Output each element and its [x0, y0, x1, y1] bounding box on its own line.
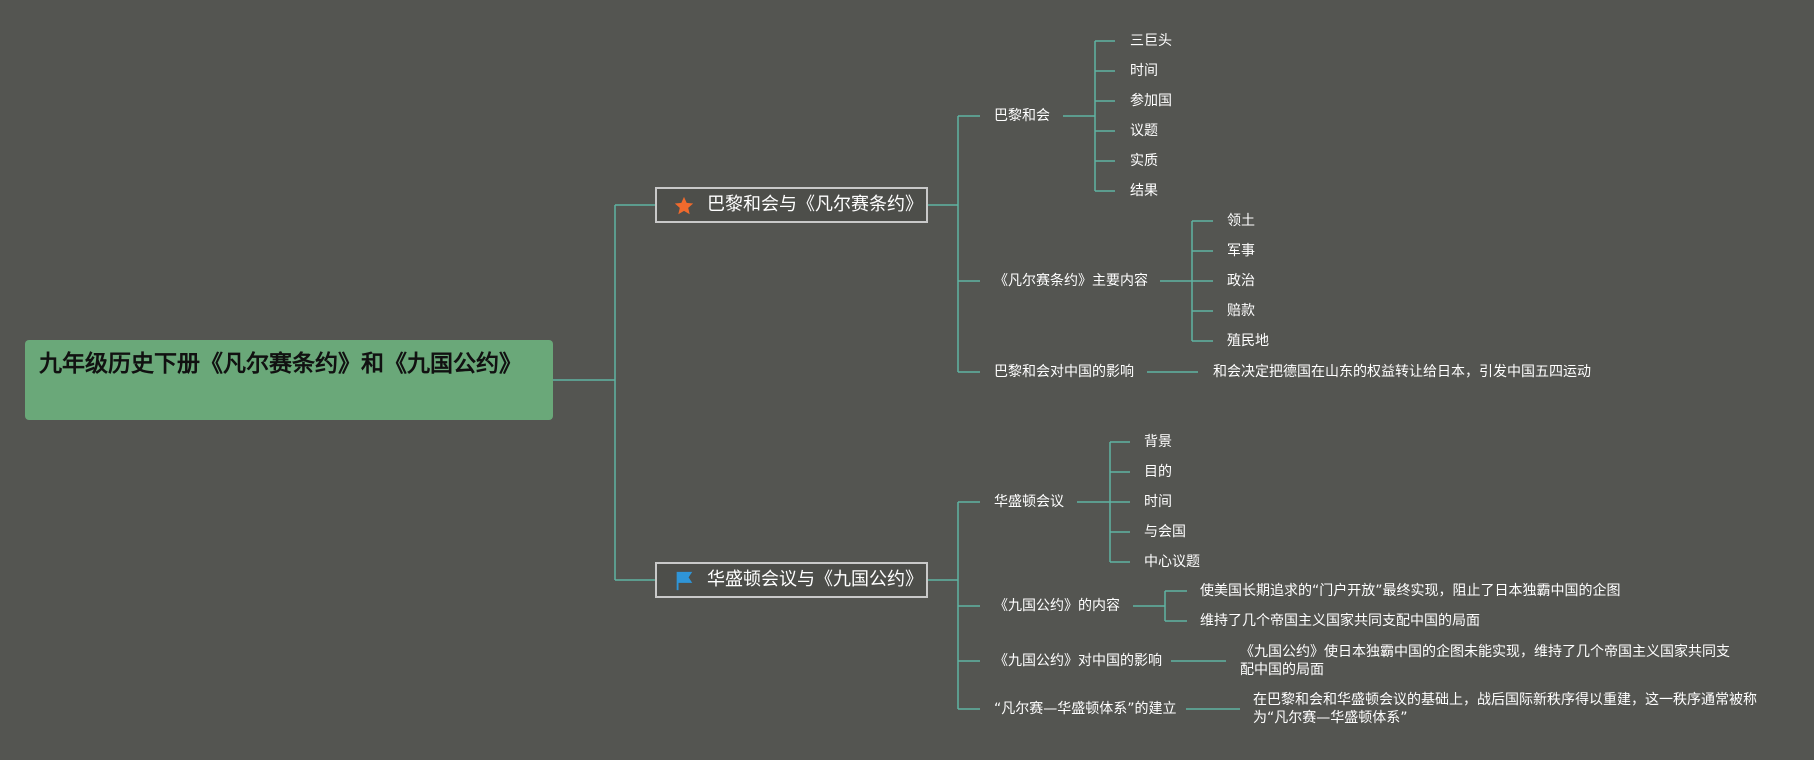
leaf-nine-power-content-item[interactable]: 维持了几个帝国主义国家共同支配中国的局面: [1200, 613, 1480, 629]
subtopic-washington-conference[interactable]: 华盛顿会议: [994, 494, 1064, 510]
topic-paris-versailles[interactable]: 巴黎和会与《凡尔赛条约》: [655, 187, 928, 223]
leaf-paris-item[interactable]: 议题: [1130, 123, 1158, 139]
leaf-paris-item[interactable]: 实质: [1130, 153, 1158, 169]
subtopic-versailles-washington-system[interactable]: “凡尔赛—华盛顿体系”的建立: [994, 701, 1177, 717]
topic-paris-versailles-label: 巴黎和会与《凡尔赛条约》: [707, 194, 923, 215]
leaf-paris-item[interactable]: 参加国: [1130, 93, 1172, 109]
leaf-versailles-item[interactable]: 赔款: [1227, 303, 1255, 319]
leaf-system-detail[interactable]: 在巴黎和会和华盛顿会议的基础上，战后国际新秩序得以重建，这一秩序通常被称为“凡尔…: [1253, 692, 1757, 726]
leaf-paris-impact-detail[interactable]: 和会决定把德国在山东的权益转让给日本，引发中国五四运动: [1213, 364, 1591, 380]
leaf-washington-item[interactable]: 时间: [1144, 494, 1172, 510]
root-topic[interactable]: 九年级历史下册《凡尔赛条约》和《九国公约》: [25, 340, 553, 420]
flag-icon: [676, 571, 693, 591]
leaf-versailles-item[interactable]: 领土: [1227, 213, 1255, 229]
leaf-paris-item[interactable]: 时间: [1130, 63, 1158, 79]
leaf-nine-power-content-item[interactable]: 使美国长期追求的“门户开放”最终实现，阻止了日本独霸中国的企图: [1200, 583, 1621, 599]
topic-washington-nine-power[interactable]: 华盛顿会议与《九国公约》: [655, 562, 928, 598]
star-icon: [674, 196, 694, 215]
leaf-washington-item[interactable]: 目的: [1144, 464, 1172, 480]
leaf-versailles-item[interactable]: 殖民地: [1227, 333, 1269, 349]
topic-washington-nine-power-label: 华盛顿会议与《九国公约》: [707, 569, 923, 590]
leaf-washington-item[interactable]: 与会国: [1144, 524, 1186, 540]
subtopic-paris-impact[interactable]: 巴黎和会对中国的影响: [994, 364, 1134, 380]
leaf-washington-item[interactable]: 背景: [1144, 434, 1172, 450]
leaf-versailles-item[interactable]: 政治: [1227, 273, 1255, 289]
leaf-nine-power-impact-detail[interactable]: 《九国公约》使日本独霸中国的企图未能实现，维持了几个帝国主义国家共同支配中国的局…: [1240, 644, 1730, 678]
subtopic-nine-power-impact[interactable]: 《九国公约》对中国的影响: [994, 653, 1162, 669]
subtopic-paris-conference[interactable]: 巴黎和会: [994, 108, 1050, 124]
subtopic-versailles-content[interactable]: 《凡尔赛条约》主要内容: [994, 273, 1148, 289]
leaf-versailles-item[interactable]: 军事: [1227, 243, 1255, 259]
leaf-washington-item[interactable]: 中心议题: [1144, 554, 1200, 570]
leaf-paris-item[interactable]: 结果: [1130, 183, 1158, 199]
subtopic-nine-power-content[interactable]: 《九国公约》的内容: [994, 598, 1120, 614]
leaf-paris-item[interactable]: 三巨头: [1130, 33, 1172, 49]
